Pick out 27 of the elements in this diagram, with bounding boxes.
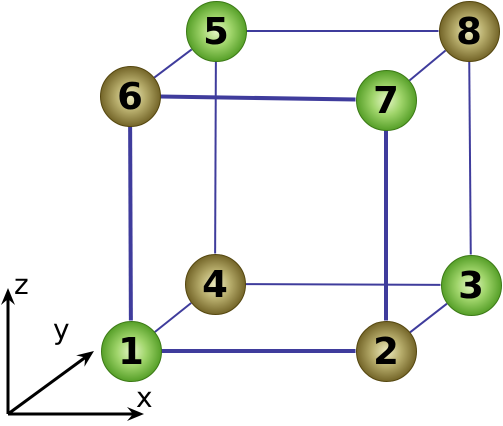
- axis-label: z: [14, 271, 29, 299]
- axis-label: x: [136, 384, 153, 412]
- cube-edge-line: [160, 94, 356, 102]
- sphere-node: [184, 254, 246, 314]
- sphere-node: [438, 0, 500, 62]
- cube-edge-line: [468, 62, 472, 254]
- vertex-number: 7: [373, 82, 399, 118]
- cube-edge-line: [154, 48, 192, 78]
- cube-edge-line: [162, 349, 356, 353]
- cube-edge-line: [246, 30, 438, 32]
- axis-label: y: [53, 316, 70, 344]
- vertex-number: 1: [118, 332, 144, 370]
- vertex-number: 2: [373, 332, 399, 370]
- vertex-number: 8: [456, 12, 482, 50]
- vertex-number: 5: [203, 12, 229, 50]
- sphere-node: [440, 254, 502, 316]
- sphere-node: [186, 0, 246, 62]
- vertex-number: 6: [117, 78, 143, 114]
- cube-edge-line: [214, 62, 217, 254]
- cube-edge-line: [409, 302, 448, 334]
- cube-edge-line: [154, 302, 192, 333]
- cube-edge-line: [246, 283, 440, 286]
- cube-edge-line: [408, 50, 446, 82]
- cube-edge-line: [384, 130, 388, 320]
- vertex-number: 3: [458, 266, 484, 304]
- cube-edge-line: [128, 126, 133, 320]
- vertex-number: 4: [202, 266, 228, 302]
